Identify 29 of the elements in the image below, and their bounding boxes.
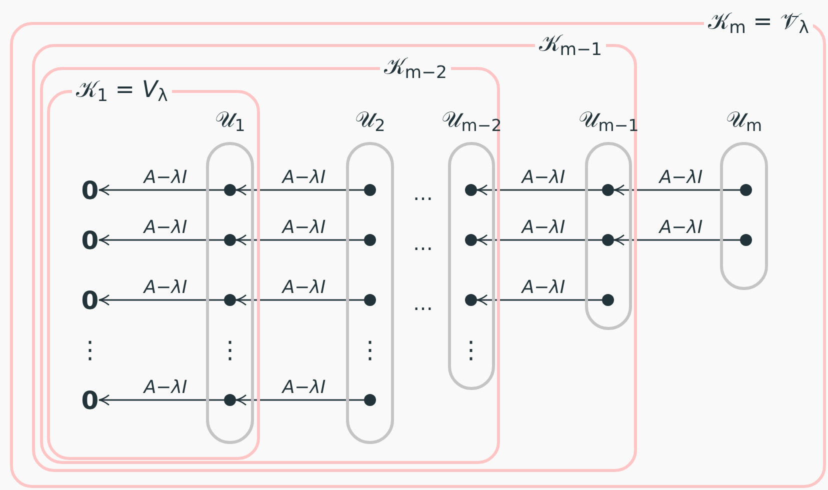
horizontal-ellipsis: … (413, 233, 433, 253)
vertical-ellipsis: ⋮ (78, 338, 102, 362)
edge-label: A−λI (522, 218, 566, 238)
zero-vector: 0 (81, 228, 99, 252)
edge-label: A−λI (144, 218, 188, 238)
set-label: 𝒰$_{2}$ (354, 107, 386, 136)
edge-label: A−λI (144, 278, 188, 298)
set-label: 𝒰$_{m−2}$ (441, 107, 502, 136)
set-label: 𝒰$_{m}$ (726, 107, 762, 136)
vertical-ellipsis: ⋮ (358, 338, 382, 362)
edge-label: A−λI (282, 218, 326, 238)
set-label: 𝒰$_{1}$ (214, 107, 246, 136)
edge-label: A−λI (282, 378, 326, 398)
zero-vector: 0 (81, 178, 99, 202)
edge-label: A−λI (659, 218, 703, 238)
horizontal-ellipsis: … (413, 293, 433, 313)
edge-label: A−λI (522, 168, 566, 188)
edge-label: A−λI (282, 168, 326, 188)
vertical-ellipsis: ⋮ (218, 338, 242, 362)
vertical-ellipsis: ⋮ (459, 338, 483, 362)
zero-vector: 0 (81, 388, 99, 412)
edge-label: A−λI (144, 378, 188, 398)
set-label: 𝒰$_{m−1}$ (578, 107, 639, 136)
zero-vector: 0 (81, 288, 99, 312)
edge-label: A−λI (144, 168, 188, 188)
edge-label: A−λI (282, 278, 326, 298)
edge-label: A−λI (522, 278, 566, 298)
edge-label: A−λI (659, 168, 703, 188)
horizontal-ellipsis: … (413, 183, 433, 203)
